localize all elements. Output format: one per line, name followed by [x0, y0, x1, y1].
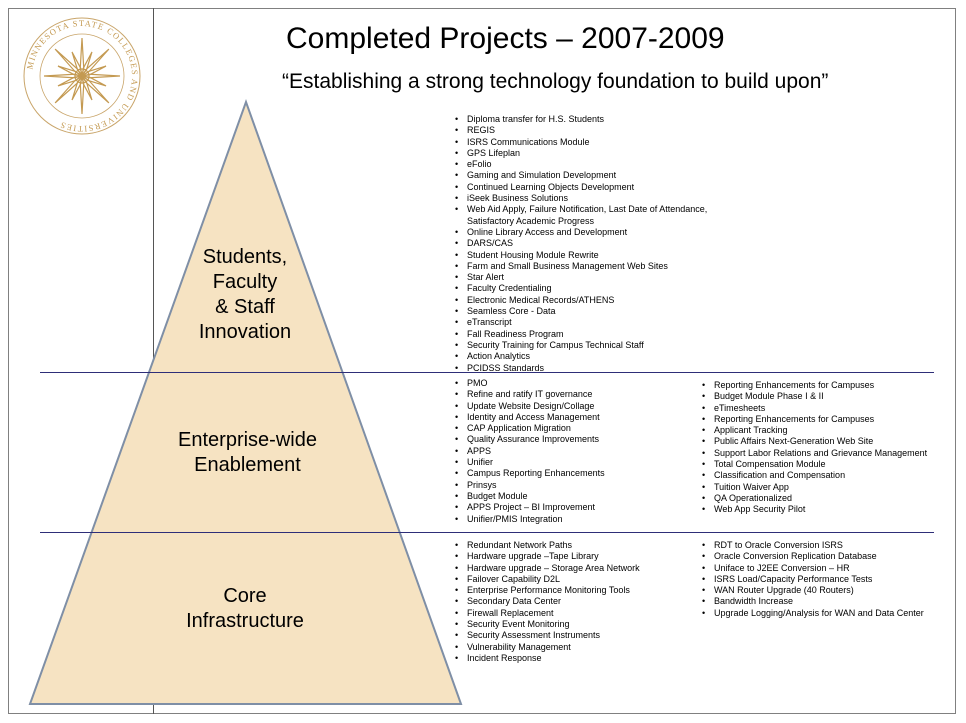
list-item: Enterprise Performance Monitoring Tools [453, 585, 703, 597]
list-item: Diploma transfer for H.S. Students [453, 114, 753, 126]
list-item: Fall Readiness Program [453, 329, 753, 341]
slide-frame [8, 8, 956, 714]
tier-label-students-text: Students, Faculty & Staff Innovation [198, 246, 292, 343]
list-item: Quality Assurance Improvements [453, 434, 703, 446]
list-item: Update Website Design/Collage [453, 401, 703, 413]
list-item: Star Alert [453, 272, 753, 284]
enterprise-project-list-left: PMORefine and ratify IT governanceUpdate… [453, 378, 703, 525]
list-item: Security Event Monitoring [453, 619, 703, 631]
list-item: Oracle Conversion Replication Database [700, 551, 930, 563]
list-item: Secondary Data Center [453, 596, 703, 608]
list-item: Classification and Compensation [700, 470, 930, 482]
list-item: Applicant Tracking [700, 425, 930, 437]
list-item: Hardware upgrade – Storage Area Network [453, 563, 703, 575]
tier-label-core-text: Core Infrastructure [186, 585, 304, 632]
list-item: Security Assessment Instruments [453, 630, 703, 642]
list-item: Prinsys [453, 480, 703, 492]
list-item: PCIDSS Standards [453, 363, 753, 375]
list-item: QA Operationalized [700, 493, 930, 505]
page-title: Completed Projects – 2007-2009 [286, 22, 725, 55]
students-project-list: Diploma transfer for H.S. StudentsREGISI… [453, 114, 753, 374]
tier-label-core: Core Infrastructure [160, 584, 330, 634]
list-item: WAN Router Upgrade (40 Routers) [700, 585, 930, 597]
page-subtitle: “Establishing a strong technology founda… [282, 70, 829, 93]
list-item: PMO [453, 378, 703, 390]
list-item: Student Housing Module Rewrite [453, 250, 753, 262]
list-item: Incident Response [453, 653, 703, 665]
list-item: Action Analytics [453, 351, 753, 363]
list-item: iSeek Business Solutions [453, 193, 753, 205]
list-item: REGIS [453, 125, 753, 137]
tier-divider-bottom [40, 532, 934, 533]
list-item: APPS [453, 446, 703, 458]
list-item: Web App Security Pilot [700, 504, 930, 516]
tier-label-enterprise: Enterprise-wide Enablement [140, 428, 355, 478]
list-item: Bandwidth Increase [700, 596, 930, 608]
list-item: Online Library Access and Development [453, 227, 753, 239]
list-item: Continued Learning Objects Development [453, 182, 753, 194]
list-item: Reporting Enhancements for Campuses [700, 380, 930, 392]
list-item: Budget Module [453, 491, 703, 503]
list-item: Reporting Enhancements for Campuses [700, 414, 930, 426]
list-item: Security Training for Campus Technical S… [453, 340, 753, 352]
list-item: GPS Lifeplan [453, 148, 753, 160]
list-item: ISRS Communications Module [453, 137, 753, 149]
list-item: Support Labor Relations and Grievance Ma… [700, 448, 930, 460]
list-item: Redundant Network Paths [453, 540, 703, 552]
list-item: Refine and ratify IT governance [453, 389, 703, 401]
list-item: Failover Capability D2L [453, 574, 703, 586]
list-item: Seamless Core - Data [453, 306, 753, 318]
list-item: Upgrade Logging/Analysis for WAN and Dat… [700, 608, 930, 620]
pyramid-shape [28, 99, 463, 705]
list-item: Web Aid Apply, Failure Notification, Las… [453, 204, 753, 227]
star-seal-icon: MINNESOTA STATE COLLEGES AND UNIVERSITIE… [23, 17, 141, 135]
list-item: Firewall Replacement [453, 608, 703, 620]
list-item: Vulnerability Management [453, 642, 703, 654]
list-item: Campus Reporting Enhancements [453, 468, 703, 480]
list-item: Hardware upgrade –Tape Library [453, 551, 703, 563]
list-item: Uniface to J2EE Conversion – HR [700, 563, 930, 575]
list-item: Total Compensation Module [700, 459, 930, 471]
list-item: Unifier [453, 457, 703, 469]
left-margin-rule [153, 8, 154, 364]
list-item: Farm and Small Business Management Web S… [453, 261, 753, 273]
list-item: Unifier/PMIS Integration [453, 514, 703, 526]
list-item: Tuition Waiver App [700, 482, 930, 494]
list-item: APPS Project – BI Improvement [453, 502, 703, 514]
list-item: Electronic Medical Records/ATHENS [453, 295, 753, 307]
list-item: Faculty Credentialing [453, 283, 753, 295]
enterprise-project-list-right: Reporting Enhancements for CampusesBudge… [700, 380, 930, 516]
core-project-list-right: RDT to Oracle Conversion ISRSOracle Conv… [700, 540, 930, 619]
list-item: ISRS Load/Capacity Performance Tests [700, 574, 930, 586]
list-item: Budget Module Phase I & II [700, 391, 930, 403]
core-project-list-left: Redundant Network PathsHardware upgrade … [453, 540, 703, 665]
list-item: eTimesheets [700, 403, 930, 415]
list-item: Identity and Access Management [453, 412, 703, 424]
list-item: eFolio [453, 159, 753, 171]
list-item: Public Affairs Next-Generation Web Site [700, 436, 930, 448]
list-item: eTranscript [453, 317, 753, 329]
list-item: Gaming and Simulation Development [453, 170, 753, 182]
tier-label-students: Students, Faculty & Staff Innovation [170, 245, 320, 345]
list-item: RDT to Oracle Conversion ISRS [700, 540, 930, 552]
list-item: CAP Application Migration [453, 423, 703, 435]
list-item: DARS/CAS [453, 238, 753, 250]
tier-label-enterprise-text: Enterprise-wide Enablement [178, 429, 317, 476]
